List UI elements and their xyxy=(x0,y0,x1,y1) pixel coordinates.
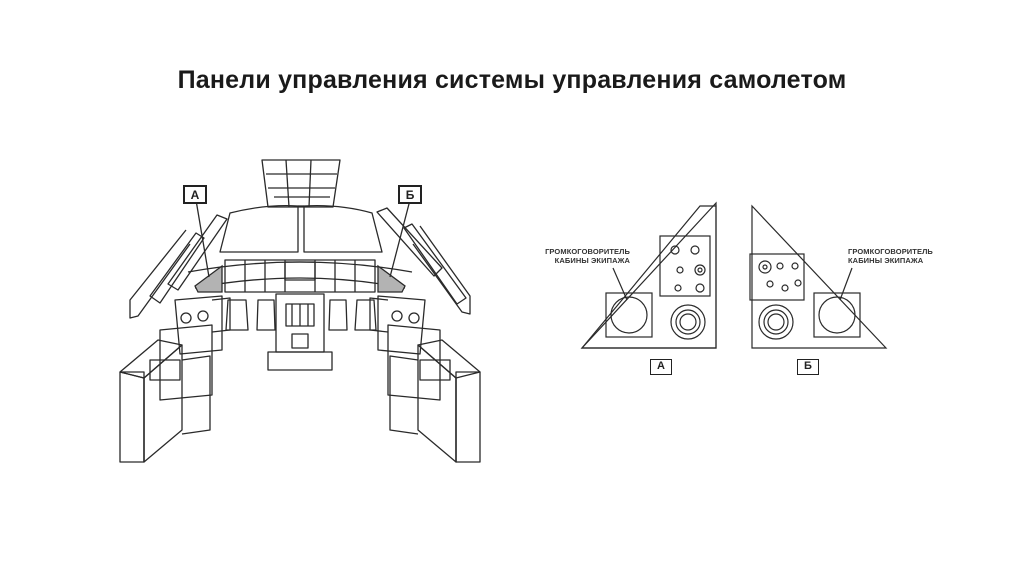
overhead-panel xyxy=(261,159,341,208)
leader-line-b xyxy=(389,199,411,278)
center-pedestal xyxy=(267,293,333,371)
callout-b: Б xyxy=(398,185,422,204)
panel-b-speaker-label-line1: ГРОМКОГОВОРИТЕЛЬ xyxy=(848,247,933,256)
lower-consoles-left xyxy=(119,339,211,463)
windshield xyxy=(219,205,383,253)
panel-a-detail xyxy=(580,201,717,349)
panel-b-speaker-label: ГРОМКОГОВОРИТЕЛЬ КАБИНЫ ЭКИПАЖА xyxy=(848,247,958,265)
lower-consoles-right xyxy=(389,339,481,463)
panel-a-highlight xyxy=(194,264,223,293)
panel-a-speaker-label: ГРОМКОГОВОРИТЕЛЬ КАБИНЫ ЭКИПАЖА xyxy=(522,247,630,265)
panel-b-highlight xyxy=(377,264,406,293)
panel-a-speaker-label-line2: КАБИНЫ ЭКИПАЖА xyxy=(554,256,630,265)
side-console-right xyxy=(369,295,441,401)
panel-b-label: Б xyxy=(797,359,819,375)
leader-line-a xyxy=(195,199,210,278)
panel-a-speaker-label-line1: ГРОМКОГОВОРИТЕЛЬ xyxy=(545,247,630,256)
panel-a-label: А xyxy=(650,359,672,375)
pilot-seats xyxy=(225,299,377,331)
side-console-left xyxy=(159,295,231,401)
side-windows-right xyxy=(376,207,471,315)
slide-title: Панели управления системы управления сам… xyxy=(177,66,847,94)
panel-b-detail xyxy=(749,204,888,349)
panel-b-speaker-label-line2: КАБИНЫ ЭКИПАЖА xyxy=(848,256,924,265)
callout-a: А xyxy=(183,185,207,204)
side-windows-left xyxy=(129,214,228,319)
